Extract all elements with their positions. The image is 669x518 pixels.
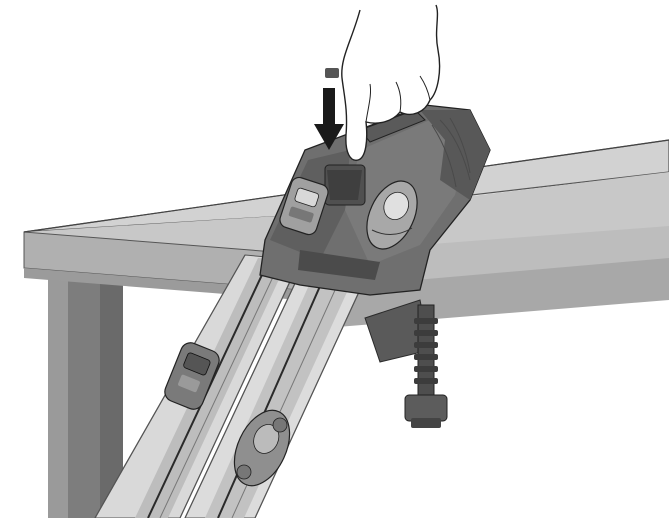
toy-car-icon-2: [366, 180, 418, 250]
hand-icon: [341, 4, 441, 161]
c-clamp-icon: [364, 299, 448, 428]
toy-car-icon: [279, 176, 329, 236]
toy-car-icon-4: [233, 409, 291, 487]
downward-arrow-icon: [314, 88, 344, 150]
toy-car-icon-3: [164, 342, 220, 410]
table-back-leg: [48, 268, 123, 518]
